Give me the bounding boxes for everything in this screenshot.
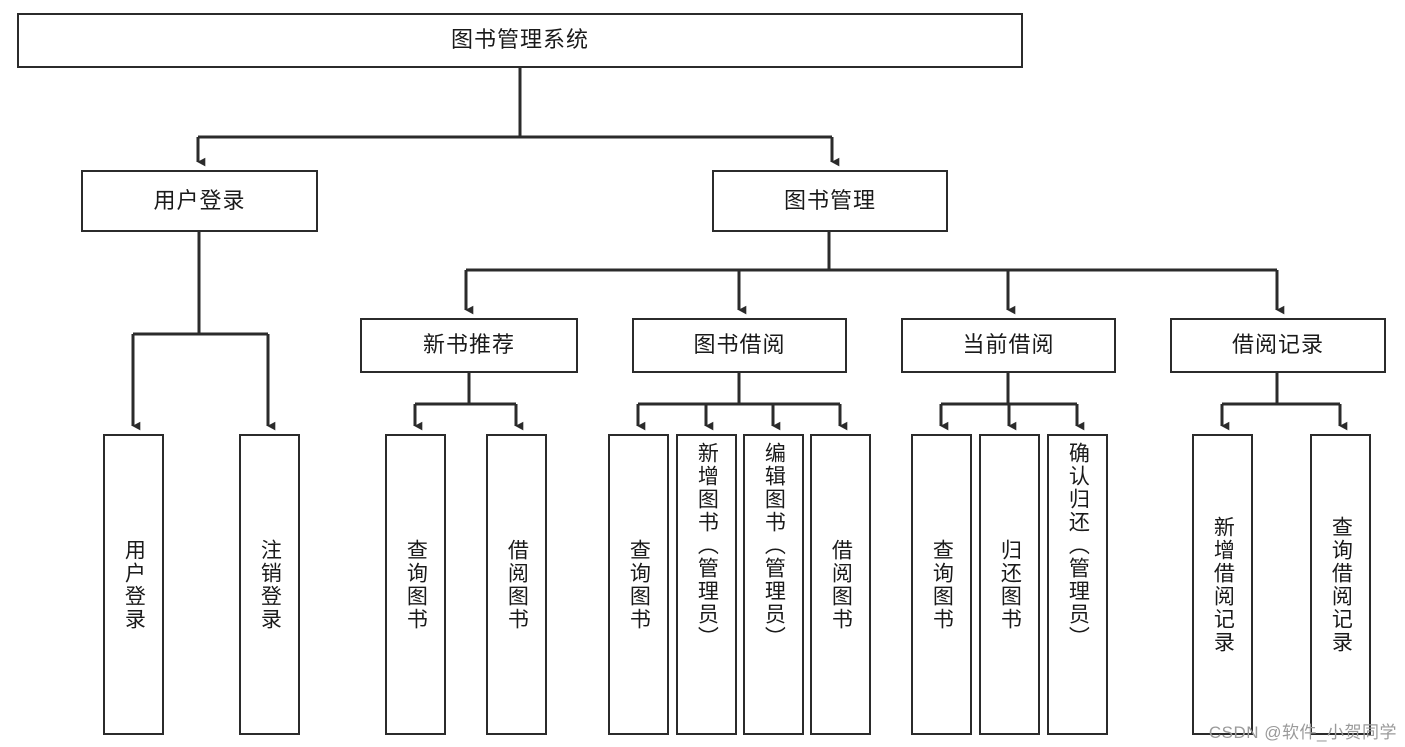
edge-userlogin-to-leaves <box>131 232 276 431</box>
node-leaf-return-book[interactable]: 归还图书 <box>979 434 1040 735</box>
node-leaf-borrow-book-1-label: 借阅图书 <box>505 538 529 631</box>
node-leaf-confirm-return[interactable]: 确认归还（管理员） <box>1047 434 1108 735</box>
node-current-borrow[interactable]: 当前借阅 <box>901 318 1116 373</box>
node-leaf-add-book-label: 新增图书（管理员） <box>695 442 719 649</box>
node-current-borrow-label: 当前借阅 <box>962 332 1055 358</box>
node-leaf-query-record[interactable]: 查询借阅记录 <box>1310 434 1371 735</box>
edge-currentborrow-to-leaves <box>939 373 1085 431</box>
node-leaf-query-book-2-label: 查询图书 <box>627 538 651 631</box>
node-leaf-confirm-return-label: 确认归还（管理员） <box>1066 442 1090 649</box>
node-new-book-rec[interactable]: 新书推荐 <box>360 318 578 373</box>
edge-root-to-level2 <box>196 67 840 167</box>
node-leaf-borrow-book-1[interactable]: 借阅图书 <box>486 434 547 735</box>
node-leaf-user-login[interactable]: 用户登录 <box>103 434 164 735</box>
node-borrow-record-label: 借阅记录 <box>1231 332 1324 358</box>
node-leaf-borrow-book-2[interactable]: 借阅图书 <box>810 434 871 735</box>
edge-newbookrec-to-leaves <box>413 373 524 431</box>
node-user-login[interactable]: 用户登录 <box>81 170 318 232</box>
node-leaf-query-book-3[interactable]: 查询图书 <box>911 434 972 735</box>
node-root-label: 图书管理系统 <box>450 27 589 53</box>
node-borrow-record[interactable]: 借阅记录 <box>1170 318 1386 373</box>
node-leaf-add-book[interactable]: 新增图书（管理员） <box>676 434 737 735</box>
node-book-manage-label: 图书管理 <box>783 187 876 213</box>
edge-borrowrecord-to-leaves <box>1220 373 1348 431</box>
node-leaf-edit-book-label: 编辑图书（管理员） <box>762 442 786 649</box>
node-book-borrow[interactable]: 图书借阅 <box>632 318 847 373</box>
node-leaf-return-book-label: 归还图书 <box>998 538 1022 631</box>
node-book-manage[interactable]: 图书管理 <box>712 170 948 232</box>
node-leaf-query-book-1-label: 查询图书 <box>404 538 428 631</box>
node-book-borrow-label: 图书借阅 <box>693 332 786 358</box>
node-leaf-edit-book[interactable]: 编辑图书（管理员） <box>743 434 804 735</box>
node-new-book-rec-label: 新书推荐 <box>422 332 515 358</box>
node-leaf-query-record-label: 查询借阅记录 <box>1329 515 1353 654</box>
node-leaf-borrow-book-2-label: 借阅图书 <box>829 538 853 631</box>
node-root[interactable]: 图书管理系统 <box>17 13 1023 68</box>
node-leaf-logout[interactable]: 注销登录 <box>239 434 300 735</box>
node-leaf-user-login-label: 用户登录 <box>122 538 146 631</box>
edge-bookmanage-to-level3 <box>464 232 1285 315</box>
node-leaf-add-record-label: 新增借阅记录 <box>1211 515 1235 654</box>
edge-bookborrow-to-leaves <box>636 373 848 431</box>
node-leaf-query-book-2[interactable]: 查询图书 <box>608 434 669 735</box>
node-user-login-label: 用户登录 <box>153 187 246 213</box>
node-leaf-query-book-3-label: 查询图书 <box>930 538 954 631</box>
node-leaf-query-book-1[interactable]: 查询图书 <box>385 434 446 735</box>
node-leaf-add-record[interactable]: 新增借阅记录 <box>1192 434 1253 735</box>
node-leaf-logout-label: 注销登录 <box>258 538 282 631</box>
